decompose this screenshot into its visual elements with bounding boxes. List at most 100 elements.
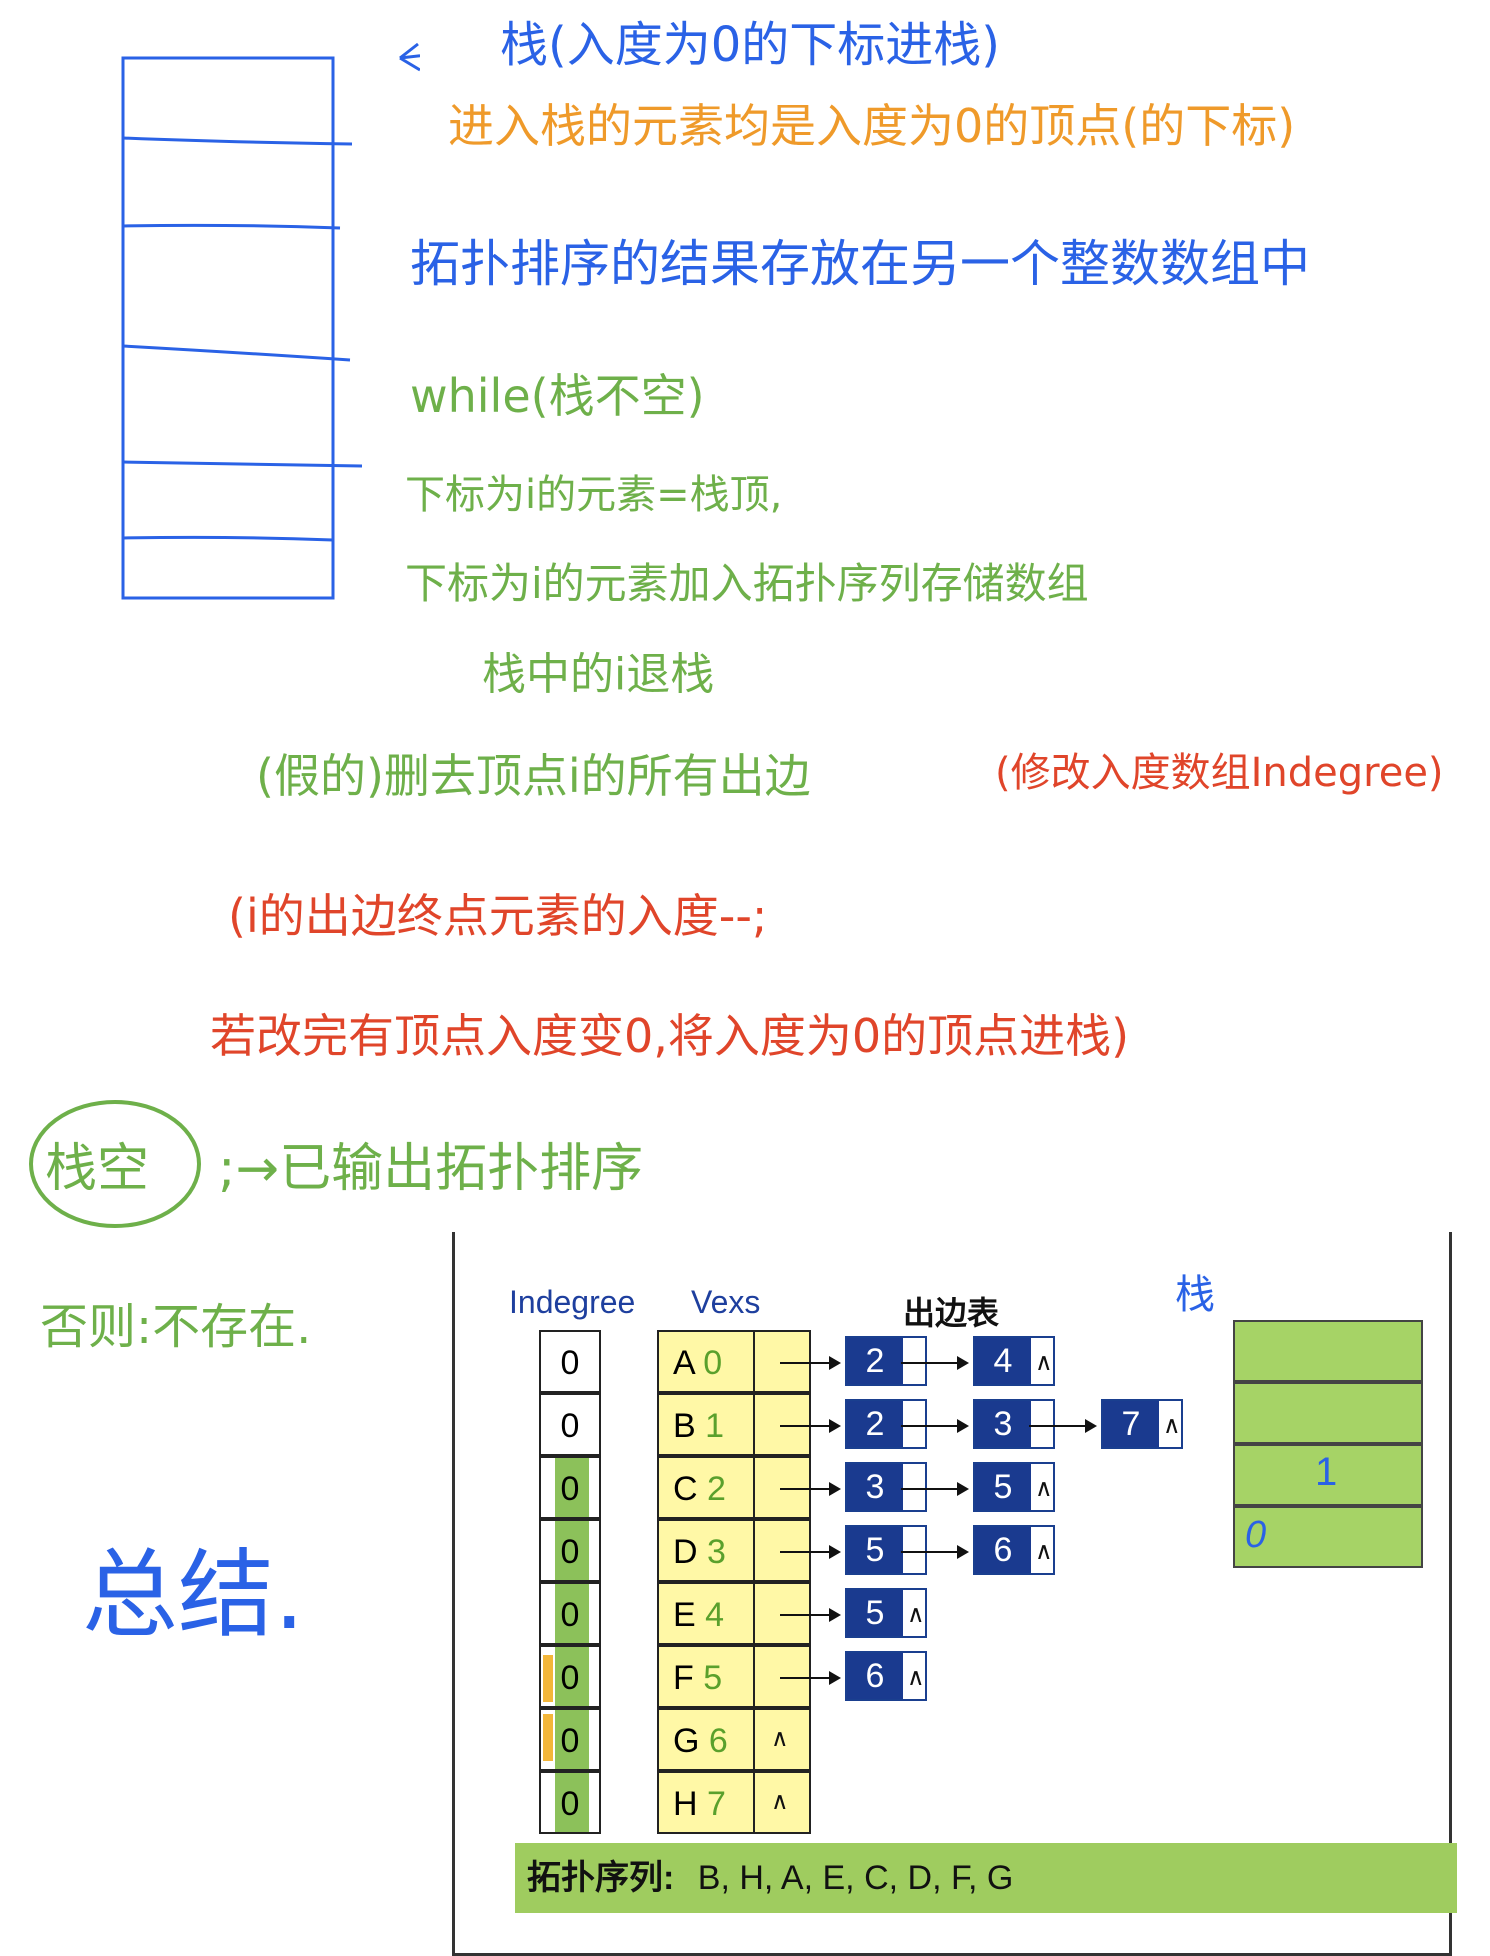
vertex-cell: C 2 (657, 1456, 755, 1519)
indegree-marker (543, 1655, 553, 1702)
vertex-cell: G 6 (657, 1708, 755, 1771)
indegree-highlight (555, 1773, 589, 1832)
edge-node: 5∧ (845, 1588, 927, 1638)
indegree-cell: 0 (539, 1456, 601, 1519)
null-pointer: ∧ (771, 1725, 789, 1752)
vertex-cell: H 7 (657, 1771, 755, 1834)
indegree-value: 0 (560, 1344, 580, 1382)
edge-node-value: 5 (847, 1590, 903, 1636)
stack-slot (1233, 1506, 1423, 1568)
circle-outline (29, 1100, 201, 1228)
null-pointer: ∧ (771, 1788, 789, 1815)
next-arrow-icon (901, 1355, 969, 1370)
sequence-values: B, H, A, E, C, D, F, G (697, 1859, 1014, 1897)
indegree-highlight (555, 1647, 589, 1706)
edge-node: 2 (845, 1399, 927, 1449)
pointer-arrow-icon (780, 1481, 841, 1496)
note-line1: 进入栈的元素均是入度为0的顶点(的下标) (448, 99, 1296, 153)
indegree-cell: 0 (539, 1771, 601, 1834)
stack-divider (122, 535, 334, 542)
note-line2: 拓扑排序的结果存放在另一个整数数组中 (410, 235, 1310, 293)
note-line7a: (假的)删去顶点i的所有出边 (256, 749, 811, 803)
edge-node: 5 (845, 1525, 927, 1575)
indegree-value: 0 (560, 1785, 580, 1823)
stack-outline (121, 56, 335, 600)
edge-node: 6∧ (845, 1651, 927, 1701)
edge-node-value: 2 (847, 1401, 903, 1447)
vertex-cell: F 5 (657, 1645, 755, 1708)
indegree-cell: 0 (539, 1393, 601, 1456)
topological-sequence-bar: 拓扑序列: B, H, A, E, C, D, F, G (515, 1843, 1457, 1913)
vertex-cell: D 3 (657, 1519, 755, 1582)
null-pointer: ∧ (1035, 1475, 1053, 1502)
indegree-highlight (555, 1710, 589, 1769)
first-edge-pointer: ∧ (753, 1708, 811, 1771)
vertex-name: A (673, 1344, 694, 1382)
note-line4: 下标为i的元素=栈顶, (405, 472, 783, 518)
indegree-value: 0 (560, 1533, 580, 1571)
pointer-arrow-icon (780, 1355, 841, 1370)
summary-note: 总结. (82, 1539, 305, 1651)
note-line6: 栈中的i退栈 (482, 649, 715, 700)
indegree-highlight (555, 1584, 589, 1643)
vertex-name: B (673, 1407, 696, 1445)
edge-node-value: 5 (847, 1527, 903, 1573)
next-arrow-icon (901, 1481, 969, 1496)
edge-node: 2 (845, 1336, 927, 1386)
edge-node-value: 7 (1103, 1401, 1159, 1447)
indegree-value: 0 (560, 1470, 580, 1508)
indegree-cell: 0 (539, 1582, 601, 1645)
indegree-highlight (555, 1458, 589, 1517)
next-arrow-icon (1029, 1418, 1097, 1433)
null-pointer: ∧ (1163, 1412, 1181, 1439)
first-edge-pointer: ∧ (753, 1771, 811, 1834)
pointer-arrow-icon (780, 1607, 841, 1622)
note-line7b: (修改入度数组Indegree) (995, 750, 1444, 796)
pointer-arrow-icon (780, 1670, 841, 1685)
vertex-name: F (673, 1659, 694, 1697)
indegree-value: 0 (560, 1722, 580, 1760)
vertex-name: H (673, 1785, 698, 1823)
vertex-index: 6 (699, 1722, 728, 1760)
edge-node: 3 (845, 1462, 927, 1512)
pointer-arrow-icon (780, 1418, 841, 1433)
edge-node-value: 6 (975, 1527, 1031, 1573)
vertex-cell: A 0 (657, 1330, 755, 1393)
stack-slot (1233, 1320, 1423, 1382)
vertex-name: C (673, 1470, 698, 1508)
stack-label: 栈 (1175, 1273, 1215, 1317)
next-arrow-icon (901, 1418, 969, 1433)
edge-node-value: 5 (975, 1464, 1031, 1510)
edge-node-value: 3 (975, 1401, 1031, 1447)
vertex-index: 7 (697, 1785, 726, 1823)
stack-divider (122, 344, 351, 362)
indegree-marker (543, 1714, 553, 1761)
pointer-arrow-icon (780, 1544, 841, 1559)
vertex-cell: E 4 (657, 1582, 755, 1645)
left-arrow-icon (399, 42, 420, 72)
vertex-name: D (673, 1533, 698, 1571)
note-line3: while(栈不空) (410, 369, 705, 423)
note-line8: (i的出边终点元素的入度--; (228, 889, 768, 943)
null-pointer: ∧ (907, 1664, 925, 1691)
stack-slot (1233, 1382, 1423, 1444)
vertex-index: 4 (695, 1596, 725, 1634)
stack-entry: 1 (1315, 1450, 1338, 1494)
vertex-name: G (673, 1722, 700, 1760)
edge-node-value: 3 (847, 1464, 903, 1510)
indegree-value: 0 (560, 1407, 580, 1445)
stack-header-arrow-label: 栈(入度为0的下标进栈) (500, 17, 1000, 73)
indegree-cell: 0 (539, 1708, 601, 1771)
vertex-index: 2 (697, 1470, 726, 1508)
output-note: ;→已输出拓扑排序 (218, 1139, 644, 1199)
stack-divider (122, 460, 363, 468)
vertex-cell: B 1 (657, 1393, 755, 1456)
outedge-label: 出边表 (903, 1295, 1000, 1331)
null-pointer: ∧ (1035, 1349, 1053, 1376)
null-pointer: ∧ (907, 1601, 925, 1628)
note-line5: 下标为i的元素加入拓扑序列存储数组 (405, 559, 1089, 608)
edge-node-value: 4 (975, 1338, 1031, 1384)
vertex-index: 5 (693, 1659, 723, 1697)
stack-slot (1233, 1444, 1423, 1506)
